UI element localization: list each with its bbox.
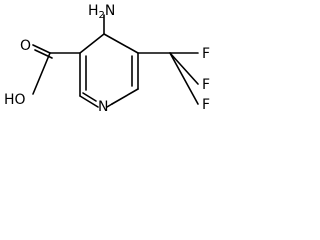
fluorine-3-label: F (202, 97, 210, 113)
amine-subscript: 2 (99, 10, 105, 21)
bond-n1-c2 (79, 95, 99, 108)
structure-diagram: H2N N O HO F F F (0, 0, 244, 125)
fluorine-1-label: F (202, 46, 210, 62)
bond-c6-n1 (106, 103, 113, 108)
bond-c3-c4b (79, 33, 105, 54)
hydroxyl-label: HO (4, 92, 26, 108)
bond-n1-c2-inner (82, 92, 97, 102)
ring-nitrogen-label: N (98, 99, 108, 115)
bond-carboxyl-c-o (32, 44, 51, 54)
amine-h-label: H (88, 3, 99, 19)
bond-carboxyl-c-oh (32, 52, 51, 95)
bond-c3-c4 (103, 33, 139, 54)
amine-n-label: N (105, 3, 115, 19)
bond-cf3-f2 (169, 52, 199, 85)
molecule-drawing: H2N N O HO F F F (4, 3, 210, 115)
bond-cf3-f3 (169, 52, 199, 105)
fluorine-2-label: F (202, 77, 210, 93)
carbonyl-oxygen-label: O (20, 38, 31, 54)
bond-c5-c6 (111, 88, 139, 105)
amine-label: H2N (88, 3, 115, 21)
